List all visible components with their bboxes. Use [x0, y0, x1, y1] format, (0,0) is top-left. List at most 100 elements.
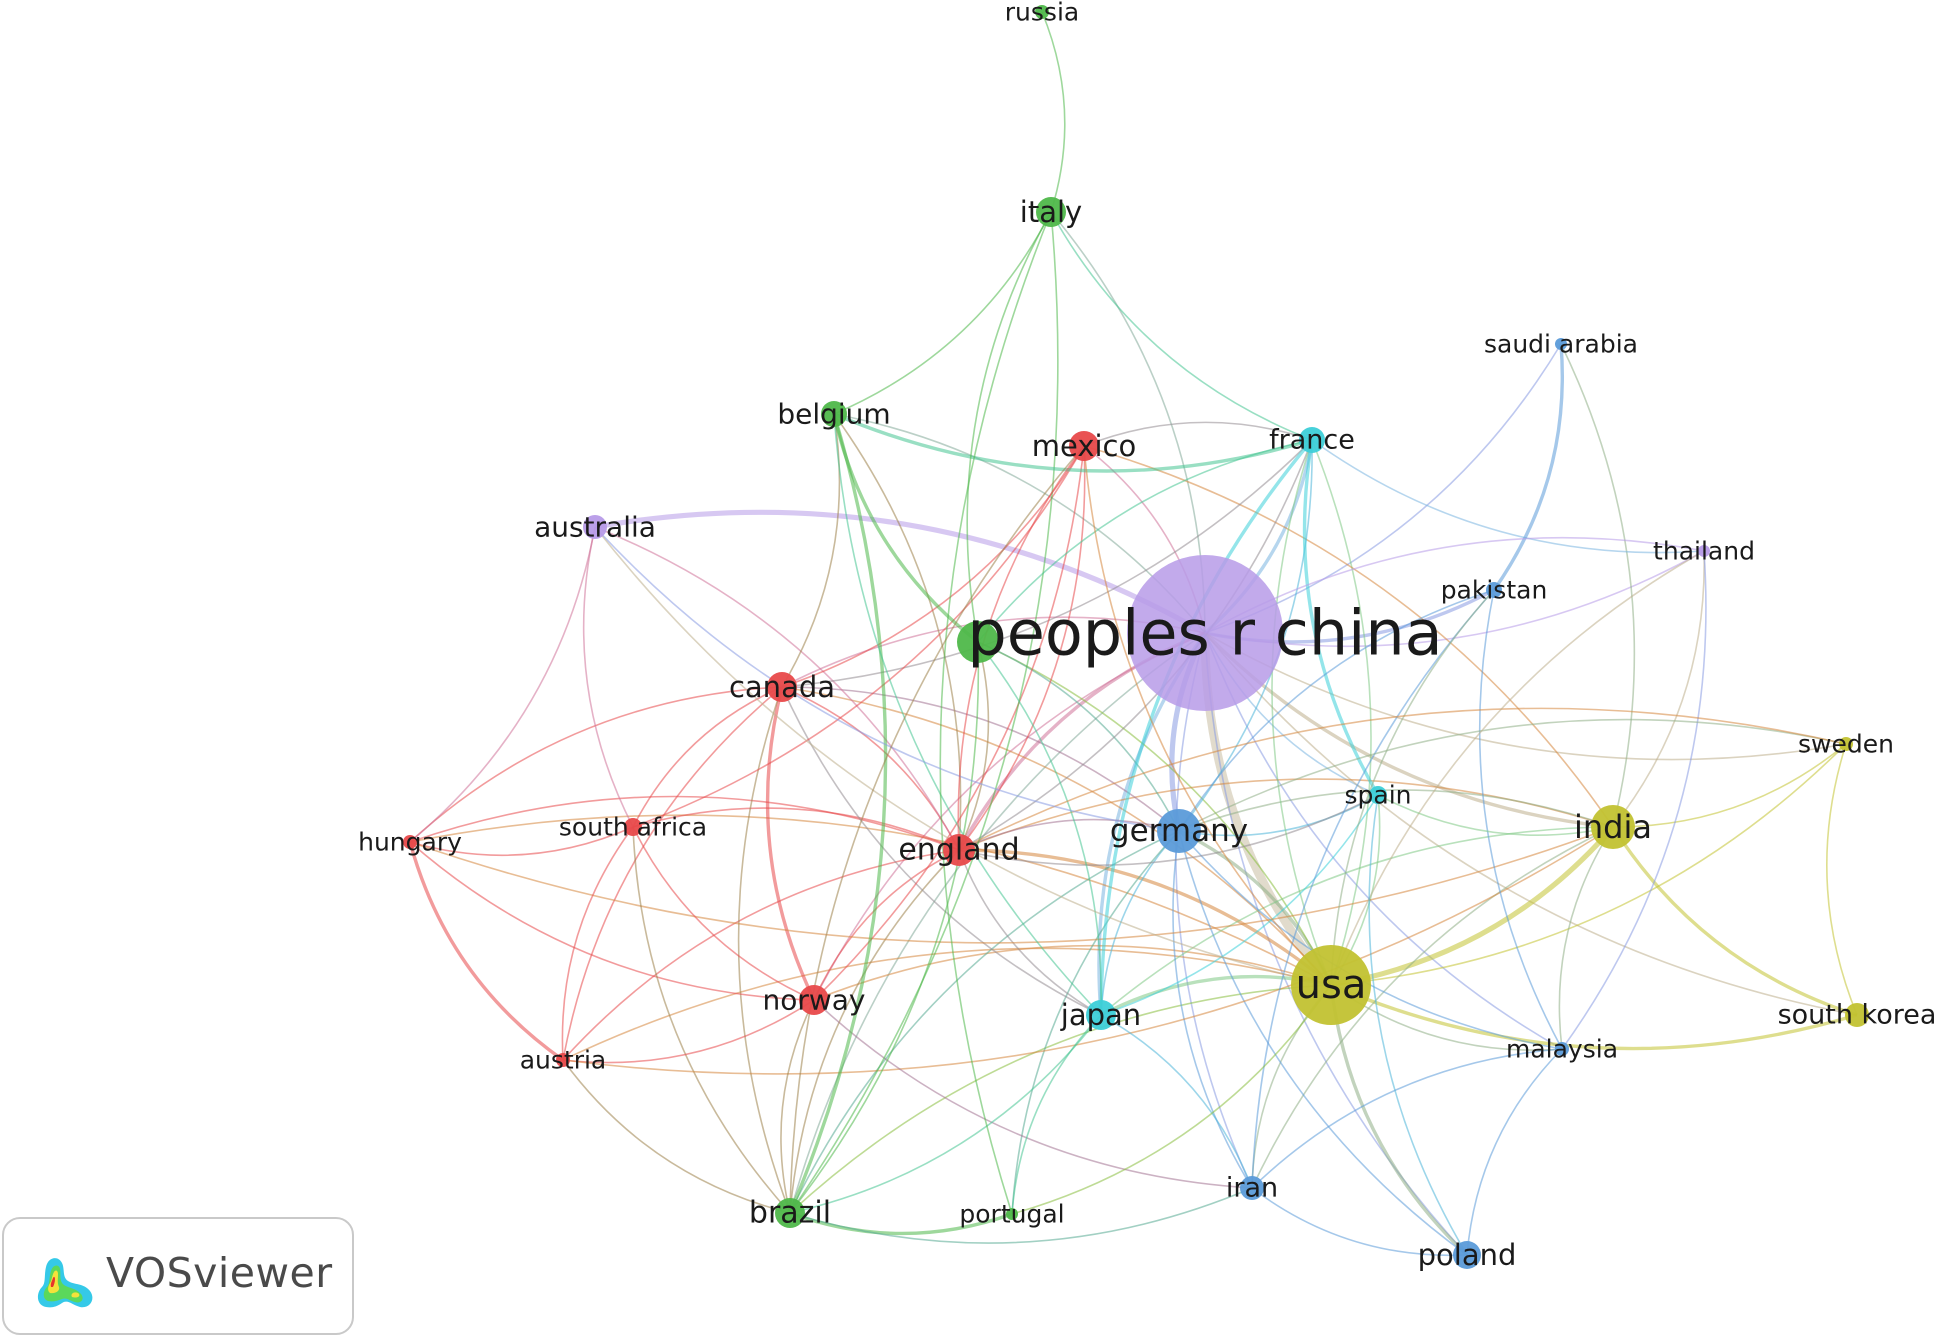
node-norway[interactable]: [799, 985, 829, 1015]
label-canada[interactable]: canada: [729, 670, 835, 704]
node-greennode[interactable]: [957, 621, 999, 663]
node-germany[interactable]: [1157, 809, 1201, 853]
node-pakistan[interactable]: [1486, 582, 1502, 598]
link-norway-iran: [813, 999, 1253, 1189]
node-belgium[interactable]: [821, 401, 847, 427]
node-brazil[interactable]: [775, 1198, 805, 1228]
link-italy-greennode: [966, 211, 1052, 643]
label-norway[interactable]: norway: [762, 984, 865, 1017]
link-hungary-australia: [409, 526, 596, 843]
node-italy[interactable]: [1036, 197, 1066, 227]
vosviewer-badge[interactable]: VOSviewer: [2, 1217, 354, 1335]
link-pakistan-iran: [1251, 589, 1495, 1189]
label-iran[interactable]: iran: [1226, 1173, 1278, 1204]
label-poland[interactable]: poland: [1418, 1238, 1517, 1272]
label-saudi[interactable]: saudi arabia: [1484, 330, 1638, 359]
link-canada-austria: [562, 686, 783, 1061]
link-canada-brazil: [737, 686, 791, 1214]
link-usa-poland: [1329, 984, 1469, 1257]
label-spain[interactable]: spain: [1344, 781, 1411, 810]
link-india-sweden: [1612, 743, 1847, 828]
label-mexico[interactable]: mexico: [1032, 429, 1137, 463]
link-england-japan: [958, 849, 1102, 1016]
link-norway-brazil: [780, 999, 815, 1214]
link-germany-iran: [1172, 830, 1253, 1189]
label-southkorea[interactable]: south korea: [1778, 1000, 1937, 1031]
node-thailand[interactable]: [1698, 545, 1710, 557]
link-usa-england: [958, 848, 1333, 987]
label-usa[interactable]: usa: [1296, 962, 1367, 1008]
label-germany[interactable]: germany: [1110, 813, 1248, 849]
link-china-iran: [1175, 632, 1253, 1189]
link-france-greennode: [977, 439, 1313, 643]
link-southafrica-austria: [561, 826, 634, 1061]
node-england[interactable]: [943, 834, 975, 866]
node-iran[interactable]: [1240, 1176, 1264, 1200]
node-canada[interactable]: [767, 672, 797, 702]
label-england[interactable]: england: [898, 833, 1019, 868]
label-france[interactable]: france: [1269, 425, 1355, 456]
label-australia[interactable]: australia: [534, 511, 656, 544]
label-brazil[interactable]: brazil: [749, 1196, 831, 1231]
node-spain[interactable]: [1369, 786, 1387, 804]
label-russia[interactable]: russia: [1005, 0, 1079, 27]
link-china-australia: [594, 509, 1207, 636]
node-japan[interactable]: [1086, 1000, 1116, 1030]
link-italy-portugal: [939, 211, 1052, 1215]
label-sweden[interactable]: sweden: [1798, 730, 1894, 759]
link-england-spain: [958, 794, 1379, 866]
node-southkorea[interactable]: [1845, 1003, 1869, 1027]
link-canada-france: [781, 439, 1313, 688]
link-austria-india: [562, 826, 1614, 1075]
link-france-thailand: [1311, 439, 1705, 554]
node-india[interactable]: [1591, 805, 1635, 849]
node-malaysia[interactable]: [1555, 1042, 1569, 1056]
label-belgium[interactable]: belgium: [777, 398, 890, 431]
link-australia-usa: [594, 526, 1332, 986]
node-poland[interactable]: [1453, 1241, 1481, 1269]
link-pakistan-saudi: [1492, 343, 1565, 591]
link-china-sweden: [1204, 632, 1847, 761]
link-thailand-usa: [1330, 550, 1705, 986]
node-saudi[interactable]: [1555, 338, 1567, 350]
node-france[interactable]: [1299, 427, 1325, 453]
link-austria-brazil: [562, 1059, 791, 1214]
node-australia[interactable]: [583, 515, 607, 539]
node-hungary[interactable]: [403, 835, 417, 849]
link-pakistan-malaysia: [1478, 589, 1563, 1050]
link-spain-india: [1377, 794, 1614, 836]
link-usa-sweden: [1330, 743, 1847, 986]
link-mexico-usa: [1083, 445, 1332, 986]
link-australia-southafrica: [582, 526, 634, 828]
label-china[interactable]: peoples r china: [967, 597, 1442, 670]
link-england-greennode: [958, 641, 990, 851]
link-china-southkorea: [1204, 632, 1858, 1016]
node-china[interactable]: [1127, 555, 1283, 711]
label-malaysia[interactable]: malaysia: [1506, 1035, 1618, 1064]
label-portugal[interactable]: portugal: [959, 1200, 1064, 1229]
label-india[interactable]: india: [1574, 808, 1652, 846]
node-mexico[interactable]: [1069, 431, 1099, 461]
link-usa-southkorea: [1330, 983, 1858, 1051]
label-pakistan[interactable]: pakistan: [1441, 576, 1548, 605]
node-sweden[interactable]: [1839, 737, 1853, 751]
label-thailand[interactable]: thailand: [1653, 537, 1755, 566]
label-hungary[interactable]: hungary: [358, 828, 462, 857]
link-brazil-portugal: [789, 1211, 1013, 1236]
link-germany-japan: [1100, 830, 1180, 1016]
label-southafrica[interactable]: south africa: [559, 813, 707, 842]
link-england-australia: [594, 526, 960, 851]
link-iran-japan: [1100, 1014, 1253, 1189]
link-malaysia-poland: [1466, 1048, 1563, 1256]
node-austria[interactable]: [556, 1053, 570, 1067]
label-japan[interactable]: japan: [1060, 998, 1141, 1032]
node-russia[interactable]: [1035, 5, 1049, 19]
link-hungary-austria: [408, 841, 564, 1062]
link-belgium-japan: [833, 413, 1102, 1016]
node-portugal[interactable]: [1006, 1208, 1018, 1220]
link-belgium-italy: [833, 211, 1052, 415]
label-austria[interactable]: austria: [520, 1046, 607, 1075]
node-usa[interactable]: [1291, 945, 1371, 1025]
node-southafrica[interactable]: [624, 818, 642, 836]
label-italy[interactable]: italy: [1020, 195, 1082, 229]
